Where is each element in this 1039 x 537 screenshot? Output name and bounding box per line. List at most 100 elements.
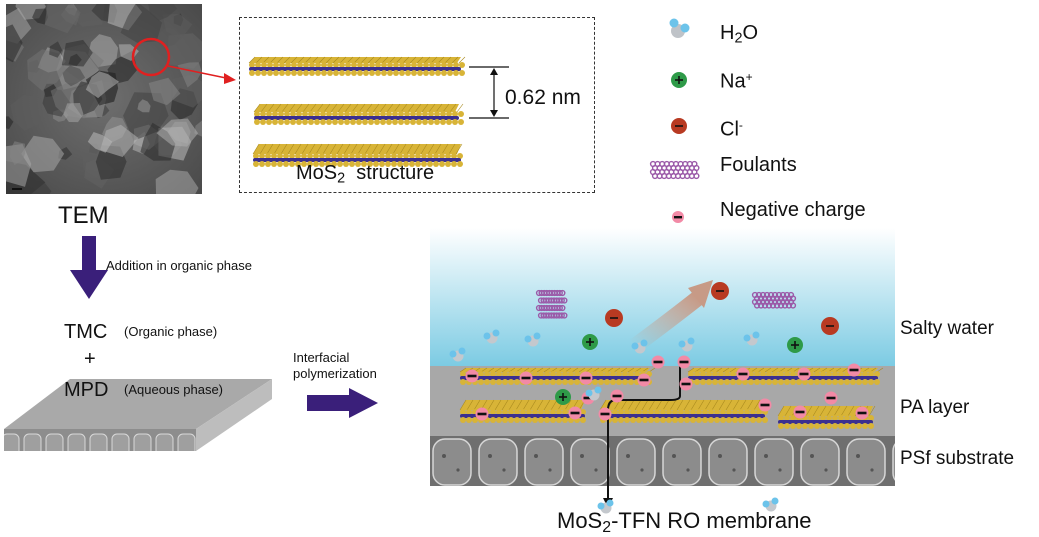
sulfur-atom <box>580 409 586 415</box>
sulfur-atom <box>748 379 754 385</box>
sulfur-row <box>536 399 544 411</box>
sulfur-atom <box>502 417 508 423</box>
sulfur-atom <box>702 409 708 415</box>
sulfur-atom <box>261 62 267 68</box>
sulfur-row <box>585 367 593 373</box>
sulfur-atom <box>307 161 313 167</box>
sulfur-row <box>690 399 698 411</box>
charge-bar <box>653 360 663 364</box>
sulfur-row <box>826 405 834 417</box>
sulfur-row <box>357 143 365 155</box>
sulfur-atom <box>520 409 526 415</box>
sulfur-atom <box>508 371 514 377</box>
sulfur-atom <box>344 111 350 117</box>
sulfur-atom <box>265 161 271 167</box>
sulfur-atom <box>302 111 308 117</box>
negative-charge-icon <box>672 211 684 223</box>
sulfur-atom <box>550 417 556 423</box>
sulfur-atom <box>349 161 355 167</box>
sulfur-atom <box>349 153 355 159</box>
sulfur-atom <box>820 371 826 377</box>
sodium-ion <box>555 389 571 405</box>
sulfur-atom <box>634 371 640 377</box>
sulfur-atom <box>331 161 337 167</box>
hydrogen <box>771 497 779 505</box>
tem-particle <box>27 180 52 194</box>
charge-bar <box>583 396 593 400</box>
sulfur-atom <box>363 70 369 76</box>
water-permeation-path <box>607 363 681 500</box>
sulfur-row <box>421 103 429 113</box>
sulfur-atom <box>345 70 351 76</box>
sulfur-atom <box>826 379 832 385</box>
hydrogen <box>752 331 760 339</box>
sulfur-atom <box>313 153 319 159</box>
sulfur-atom <box>550 371 556 377</box>
legend-label-foulants: Foulants <box>720 154 797 176</box>
sulfur-row <box>847 405 855 417</box>
sulfur-atom <box>642 417 648 423</box>
sulfur-atom <box>309 62 315 68</box>
sulfur-atom <box>508 379 514 385</box>
hydrogen <box>687 337 695 345</box>
sulfur-atom <box>544 409 550 415</box>
sulfur-atom <box>844 423 850 429</box>
sulfur-atom <box>446 119 452 125</box>
sulfur-atom <box>351 70 357 76</box>
sulfur-atom <box>398 119 404 125</box>
sulfur-atom <box>784 415 790 421</box>
charge-bar <box>849 368 859 372</box>
sulfur-row <box>833 405 841 417</box>
charge-bar <box>581 376 591 380</box>
sulfur-row <box>316 103 324 113</box>
sulfur-atom <box>514 417 520 423</box>
negative-charge-marker <box>651 355 665 369</box>
sulfur-atom <box>397 153 403 159</box>
sulfur-atom <box>457 153 463 159</box>
sulfur-atom <box>826 423 832 429</box>
sulfur-atom <box>404 119 410 125</box>
sulfur-atom <box>255 70 261 76</box>
sulfur-atom <box>279 62 285 68</box>
sulfur-atom <box>460 371 466 377</box>
sulfur-row <box>840 405 848 417</box>
sulfur-row <box>385 143 393 155</box>
sulfur-row <box>379 103 387 113</box>
sulfur-atom <box>309 70 315 76</box>
tem-label: TEM <box>58 202 109 229</box>
sodium-ion <box>787 337 803 353</box>
foulant-unit <box>777 302 785 309</box>
sulfur-atom <box>411 70 417 76</box>
charge-bar <box>795 410 805 414</box>
sulfur-atom <box>538 379 544 385</box>
tem-particle <box>172 74 202 108</box>
legend-label-sodium: Na+ <box>720 70 753 93</box>
sulfur-face <box>249 57 461 63</box>
sulfur-atom <box>724 371 730 377</box>
sulfur-atom <box>405 70 411 76</box>
sulfur-atom <box>301 161 307 167</box>
sulfur-atom <box>296 119 302 125</box>
sulfur-atom <box>405 62 411 68</box>
pa-mos2-sheet <box>687 367 884 385</box>
sulfur-atom <box>460 417 466 423</box>
negative-charge-marker <box>465 369 479 383</box>
sulfur-atom <box>422 111 428 117</box>
sulfur-atom <box>417 70 423 76</box>
sulfur-row <box>267 103 275 113</box>
sulfur-row <box>487 367 495 373</box>
sulfur-atom <box>750 409 756 415</box>
sulfur-atom <box>496 409 502 415</box>
sulfur-atom <box>290 111 296 117</box>
sulfur-atom <box>423 62 429 68</box>
sulfur-row <box>409 56 417 64</box>
foulant-unit <box>753 302 761 309</box>
sulfur-atom <box>514 379 520 385</box>
sulfur-atom <box>718 371 724 377</box>
tem-particle <box>62 65 86 87</box>
sulfur-atom <box>315 62 321 68</box>
legend-label-water: H2O <box>720 22 759 47</box>
legend: H2O Na+ Cl- Foulants Negative charge <box>640 8 910 228</box>
sulfur-atom <box>409 153 415 159</box>
sulfur-atom <box>289 153 295 159</box>
